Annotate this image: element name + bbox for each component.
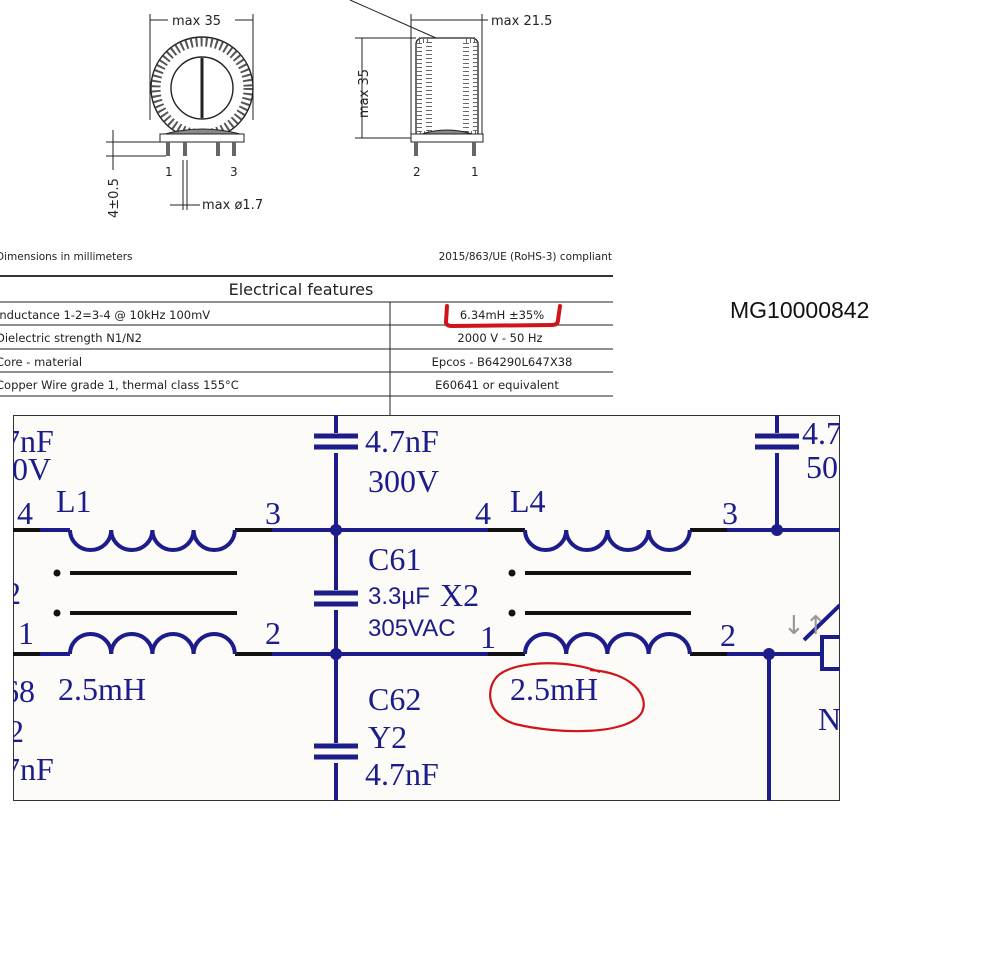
right-label-fragment: N — [818, 701, 841, 737]
c61-value: 3.3µF — [368, 583, 430, 610]
side-view-drawing: max 21.5 2 1 max 35 — [349, 0, 552, 179]
capacitor-symbol — [314, 433, 358, 453]
l1-pin-3: 3 — [265, 495, 281, 531]
l1-inductance: 2.5mH — [58, 671, 146, 707]
c61-voltage: 305VAC — [368, 615, 456, 642]
side-width-dimension: max 21.5 — [491, 14, 552, 29]
front-view-drawing: max 35 1 3 4±0.5 max ø1.7 — [106, 14, 263, 218]
pin-length-dimension: 4±0.5 — [107, 178, 122, 218]
row-label: Copper Wire grade 1, thermal class 155°C — [0, 378, 239, 392]
left-pin-2-fragment: 2 — [5, 575, 21, 611]
l4-pin-3: 3 — [722, 495, 738, 531]
side-height-dimension: max 35 — [357, 69, 372, 118]
compliance-note: 2015/863/UE (RoHS-3) compliant — [439, 251, 612, 263]
l4-pin-2: 2 — [720, 617, 736, 653]
left-cap-voltage: 00V — [0, 451, 51, 487]
capacitor-c62-symbol — [314, 743, 358, 763]
l4-pin-1: 1 — [480, 619, 496, 655]
l1-pin-1: 1 — [18, 615, 34, 651]
table-row: Dielectric strength N1/N2 2000 V - 50 Hz — [0, 331, 543, 345]
l1-name: L1 — [56, 483, 92, 519]
red-annotation-circle — [489, 662, 645, 733]
l4-name: L4 — [510, 483, 546, 519]
electrical-features-table: Electrical features Inductance 1-2=3-4 @… — [0, 275, 613, 415]
junction-dot — [771, 524, 783, 536]
capacitor-c61-symbol — [314, 590, 358, 610]
top-cap-voltage: 300V — [368, 463, 439, 499]
right-cap-value: 4.7 — [802, 415, 842, 451]
junction-dot — [330, 524, 342, 536]
front-width-dimension: max 35 — [172, 14, 221, 29]
top-cap-value: 4.7nF — [365, 423, 439, 459]
row-label: Inductance 1-2=3-4 @ 10kHz 100mV — [0, 308, 210, 322]
c62-value: 4.7nF — [365, 756, 439, 792]
side-pin-2-label: 2 — [413, 165, 421, 179]
row-value: Epcos - B64290L647X38 — [432, 355, 573, 369]
component-outline — [820, 635, 840, 671]
junction-dot — [330, 648, 342, 660]
part-number: MG10000842 — [730, 297, 869, 323]
inductor-l4-symbol — [508, 529, 692, 655]
left-fragment-2: 2 — [8, 713, 24, 749]
left-cap-value: 7nF — [4, 423, 54, 459]
table-row: Copper Wire grade 1, thermal class 155°C… — [0, 378, 559, 392]
junction-dot — [763, 648, 775, 660]
pin-diameter-dimension: max ø1.7 — [202, 198, 263, 213]
c62-ref: C62 — [368, 681, 421, 717]
table-title: Electrical features — [229, 280, 374, 299]
l1-pin-4: 4 — [17, 495, 33, 531]
schematic: ↓↑ 7nF 00V 4 L1 3 2 1 2 68 2.5mH 2 7nF 4… — [0, 415, 842, 801]
front-pin-3-label: 3 — [230, 165, 238, 179]
l4-pin-4: 4 — [475, 495, 491, 531]
left-cap2-value: 7nF — [4, 751, 54, 787]
inductor-l1-symbol — [53, 529, 237, 655]
arrows-icon: ↓↑ — [783, 611, 827, 641]
side-pin-1-label: 1 — [471, 165, 479, 179]
row-value: E60641 or equivalent — [435, 378, 559, 392]
left-ref-fragment: 68 — [3, 673, 35, 709]
red-highlight-bracket — [443, 304, 562, 329]
table-row: Core - material Epcos - B64290L647X38 — [0, 355, 572, 369]
dimensions-note: Dimensions in millimeters — [0, 251, 132, 263]
row-value: 6.34mH ±35% — [460, 308, 544, 322]
c61-ref: C61 — [368, 541, 421, 577]
row-value: 2000 V - 50 Hz — [457, 331, 542, 345]
right-cap-voltage: 50 — [806, 449, 838, 485]
capacitor-symbol — [755, 433, 799, 453]
l1-pin-2: 2 — [265, 615, 281, 651]
row-label: Core - material — [0, 355, 82, 369]
l4-inductance: 2.5mH — [510, 671, 598, 707]
front-pin-1-label: 1 — [165, 165, 173, 179]
c61-class: X2 — [440, 577, 479, 613]
table-row: Inductance 1-2=3-4 @ 10kHz 100mV 6.34mH … — [0, 308, 544, 322]
c62-class: Y2 — [368, 719, 407, 755]
row-label: Dielectric strength N1/N2 — [0, 331, 142, 345]
